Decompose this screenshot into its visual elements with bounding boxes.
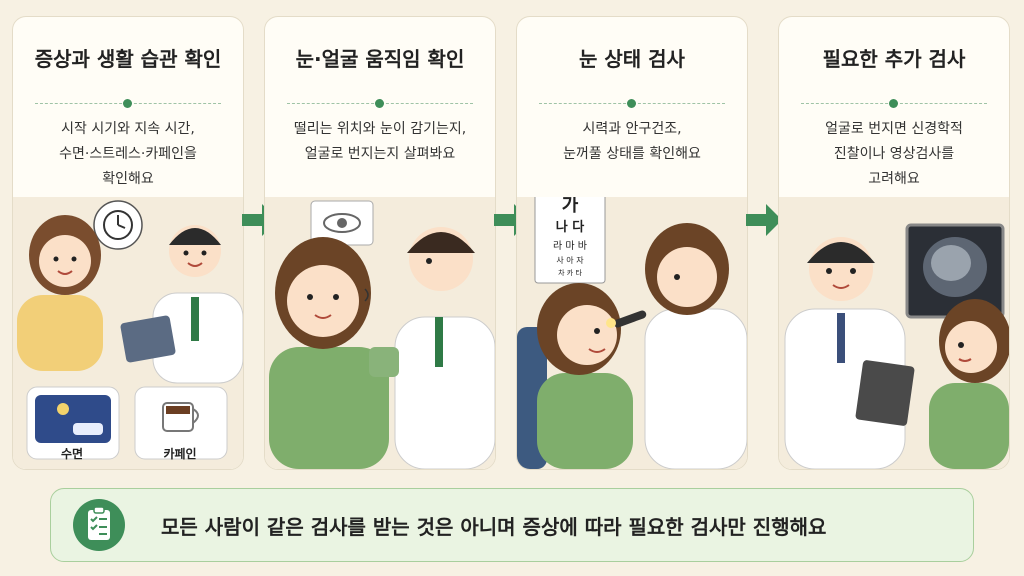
divider-dot [627,99,636,108]
panel-title: 필요한 추가 검사 [822,47,966,71]
clipboard-icon [855,360,915,426]
divider-dot [375,99,384,108]
illustration-face-check [265,197,495,469]
panel-description: 시작 시기와 지속 시간, 수면·스트레스·카페인을 확인해요 [59,121,197,187]
plant-icon [369,347,399,377]
panel-description: 떨리는 위치와 눈이 감기는지, 얼굴로 번지는지 살펴봐요 [293,121,467,162]
divider-dot [889,99,898,108]
panel-description: 얼굴로 번지면 신경학적 진찰이나 영상검사를 고려해요 [825,121,963,187]
eye-chart [534,197,606,284]
moon-bed-icon [35,395,111,443]
divider-dot [123,99,132,108]
step-panel-eye-exam: 눈 상태 검사 시력과 안구건조, 눈꺼풀 상태를 확인해요 가 나 다 라 마… [516,16,748,470]
eye-chart-row: 나 다 [556,219,584,235]
step-panel-additional-tests: 필요한 추가 검사 얼굴로 번지면 신경학적 진찰이나 영상검사를 고려해요 [778,16,1010,470]
arrow-right-icon [746,204,782,236]
panel-title: 눈 상태 검사 [579,47,685,71]
clipboard-icon [120,315,176,363]
penlight-icon [613,310,647,328]
tag-sleep: 수면 [60,447,84,461]
illustration-consultation [13,197,243,469]
eye-chart-row: 라 마 바 [553,240,587,252]
checklist-icon [73,499,125,551]
step-panel-lifestyle: 증상과 생활 습관 확인 시작 시기와 지속 시간, 수면·스트레스·카페인을 … [12,16,244,470]
illustration-imaging [779,197,1009,469]
panel-title: 눈·얼굴 움직임 확인 [295,47,465,71]
banner-text: 모든 사람이 같은 검사를 받는 것은 아니며 증상에 따라 필요한 검사만 진… [161,515,827,539]
panel-title: 증상과 생활 습관 확인 [34,47,222,71]
panel-description: 시력과 안구건조, 눈꺼풀 상태를 확인해요 [563,121,701,162]
bottom-note-banner: 모든 사람이 같은 검사를 받는 것은 아니며 증상에 따라 필요한 검사만 진… [50,488,974,562]
tag-caffeine: 카페인 [163,447,197,461]
eye-chart-row: 차 카 타 [558,268,582,277]
illustration-eye-exam: 가 나 다 라 마 바 사 아 자 차 카 타 [517,197,747,469]
step-panel-face-movement: 눈·얼굴 움직임 확인 떨리는 위치와 눈이 감기는지, 얼굴로 번지는지 살펴… [264,16,496,470]
eye-chart-row: 가 [562,197,579,216]
eye-chart-row: 사 아 자 [556,255,584,265]
